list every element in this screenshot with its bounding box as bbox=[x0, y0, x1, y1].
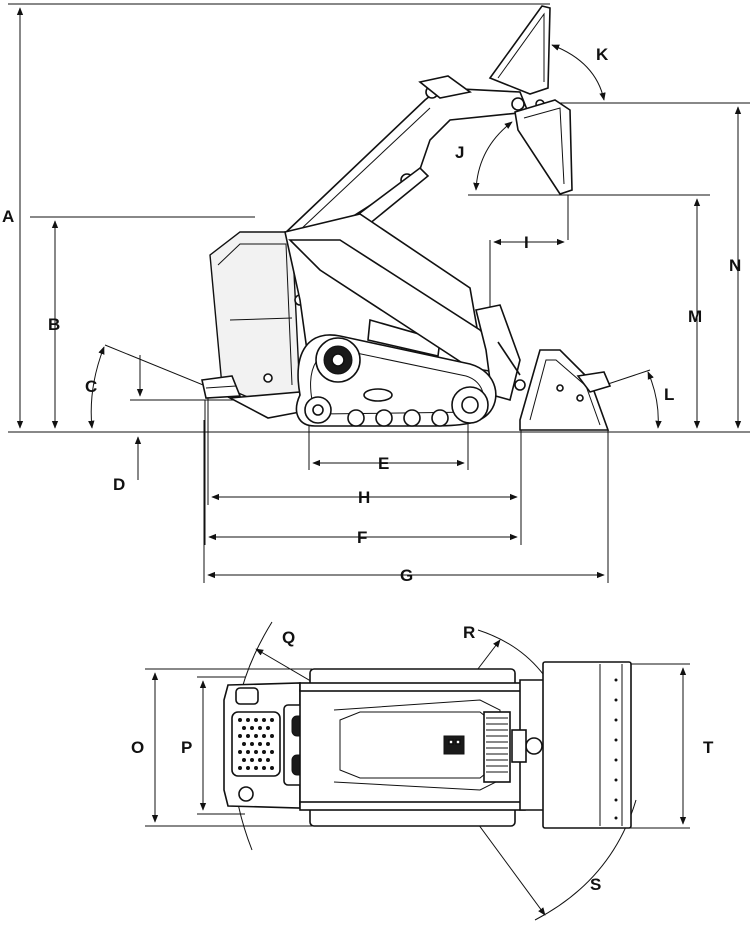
label-d: D bbox=[113, 475, 125, 494]
dim-c-arc bbox=[88, 346, 105, 429]
label-p: P bbox=[181, 738, 192, 757]
label-g: G bbox=[400, 566, 413, 585]
top-view: O P Q R S T bbox=[131, 621, 714, 921]
dim-j-arc bbox=[473, 121, 513, 191]
label-m: M bbox=[688, 307, 702, 326]
raised-bucket-dump bbox=[488, 5, 551, 95]
step-plate-perforations bbox=[238, 718, 274, 770]
track-assembly bbox=[295, 334, 497, 427]
label-o: O bbox=[131, 738, 144, 757]
side-view: A B C D E F G H I J K L M N bbox=[2, 3, 750, 585]
label-e: E bbox=[378, 454, 389, 473]
label-n: N bbox=[729, 256, 741, 275]
top-bucket bbox=[542, 661, 632, 829]
label-h: H bbox=[358, 488, 370, 507]
label-i: I bbox=[524, 233, 529, 252]
label-s: S bbox=[590, 875, 601, 894]
label-t: T bbox=[703, 738, 714, 757]
label-l: L bbox=[664, 385, 674, 404]
top-chassis bbox=[223, 679, 561, 811]
label-c: C bbox=[85, 377, 97, 396]
label-a: A bbox=[2, 207, 14, 226]
label-j: J bbox=[455, 143, 464, 162]
dim-l-arc bbox=[647, 371, 662, 429]
label-q: Q bbox=[282, 628, 295, 647]
label-k: K bbox=[596, 45, 609, 64]
raised-bucket-curl bbox=[514, 99, 573, 195]
label-r: R bbox=[463, 623, 475, 642]
label-f: F bbox=[357, 528, 367, 547]
label-b: B bbox=[48, 315, 60, 334]
dim-k-arc bbox=[551, 44, 606, 101]
lowered-bucket bbox=[519, 349, 612, 431]
engine-grille bbox=[483, 711, 511, 783]
